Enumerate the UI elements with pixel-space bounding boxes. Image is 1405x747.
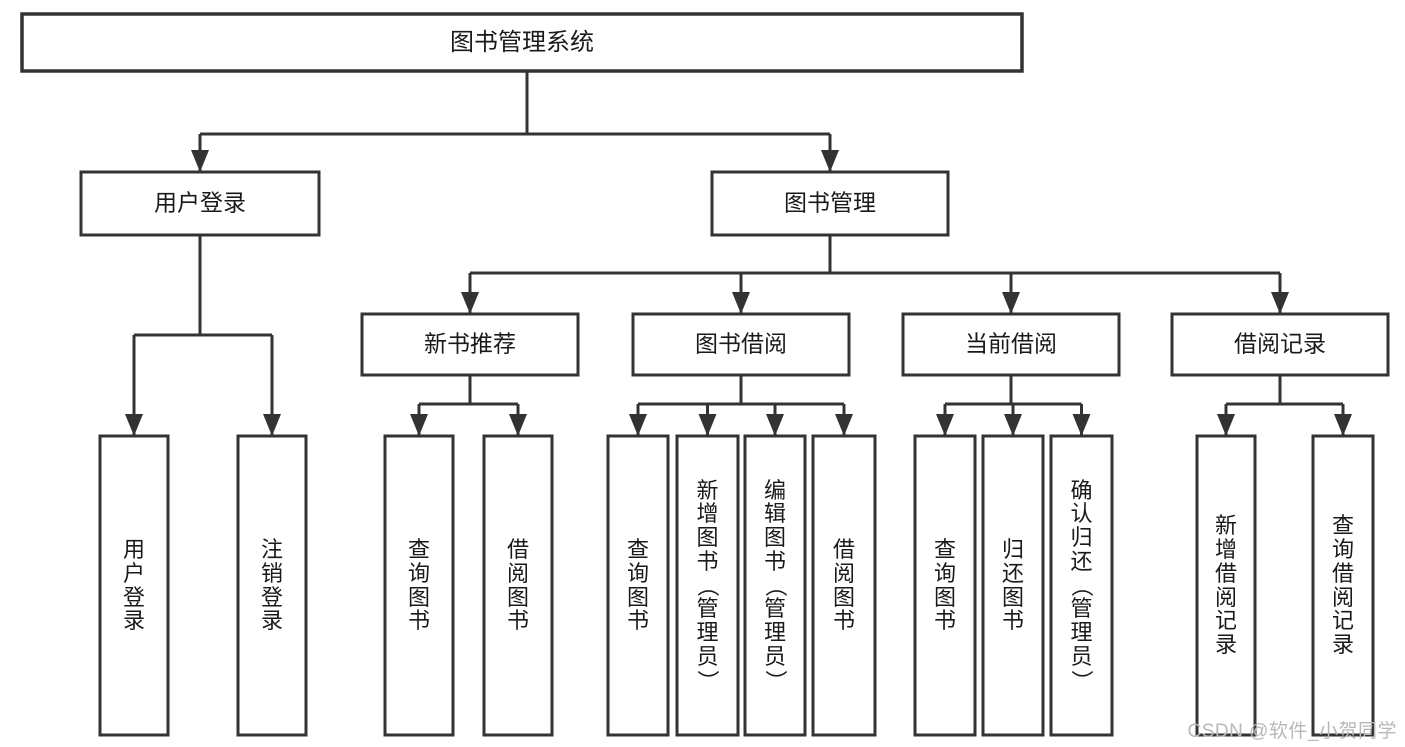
arrow-head-icon (766, 414, 784, 436)
node-borrow-record[interactable] (1170, 312, 1390, 377)
arrow-head-icon (1271, 292, 1289, 314)
leaf-leaf-query-record[interactable] (1311, 434, 1375, 737)
node-user-login[interactable] (79, 170, 321, 237)
leaf-leaf-edit-book[interactable] (743, 434, 807, 737)
leaf-leaf-user-login[interactable] (98, 434, 170, 737)
node-new-book-rec[interactable] (360, 312, 580, 377)
arrow-head-icon (125, 414, 143, 436)
node-label: 用户登录 (154, 190, 246, 216)
leaf-leaf-query-book-rec[interactable] (383, 434, 455, 737)
leaf-leaf-return-book[interactable] (981, 434, 1045, 737)
leaf-leaf-confirm-return[interactable] (1049, 434, 1114, 737)
edges-layer (125, 71, 1352, 436)
node-label: 当前借阅 (965, 331, 1057, 357)
arrow-head-icon (835, 414, 853, 436)
arrow-head-icon (1004, 414, 1022, 436)
arrow-head-icon (461, 292, 479, 314)
leaf-leaf-query-book-bw[interactable] (606, 434, 670, 737)
arrow-head-icon (629, 414, 647, 436)
node-root-root[interactable] (20, 12, 1024, 73)
leaf-leaf-add-record[interactable] (1195, 434, 1257, 737)
leaf-leaf-borrow-book-bw[interactable] (811, 434, 877, 737)
node-book-manage[interactable] (710, 170, 950, 237)
node-book-borrow[interactable] (631, 312, 851, 377)
node-label: 图书管理系统 (450, 29, 594, 56)
arrow-head-icon (1217, 414, 1235, 436)
leaf-leaf-add-book[interactable] (675, 434, 740, 737)
node-label: 图书借阅 (695, 331, 787, 357)
node-current-borrow[interactable] (901, 312, 1121, 377)
arrow-head-icon (1334, 414, 1352, 436)
leaf-leaf-borrow-book-rec[interactable] (482, 434, 554, 737)
node-label: 借阅记录 (1234, 331, 1326, 357)
leaf-leaf-query-book-cur[interactable] (913, 434, 977, 737)
arrow-head-icon (191, 150, 209, 172)
arrow-head-icon (698, 414, 717, 436)
arrow-head-icon (410, 414, 428, 436)
arrow-head-icon (1002, 292, 1020, 314)
arrow-head-icon (732, 292, 750, 314)
arrow-head-icon (821, 150, 839, 172)
node-label: 新书推荐 (424, 331, 516, 357)
node-label: 图书管理 (784, 190, 876, 216)
arrow-head-icon (936, 414, 954, 436)
arrow-head-icon (1072, 414, 1091, 436)
arrow-head-icon (509, 414, 527, 436)
leaf-leaf-logout[interactable] (236, 434, 308, 737)
arrow-head-icon (263, 414, 281, 436)
